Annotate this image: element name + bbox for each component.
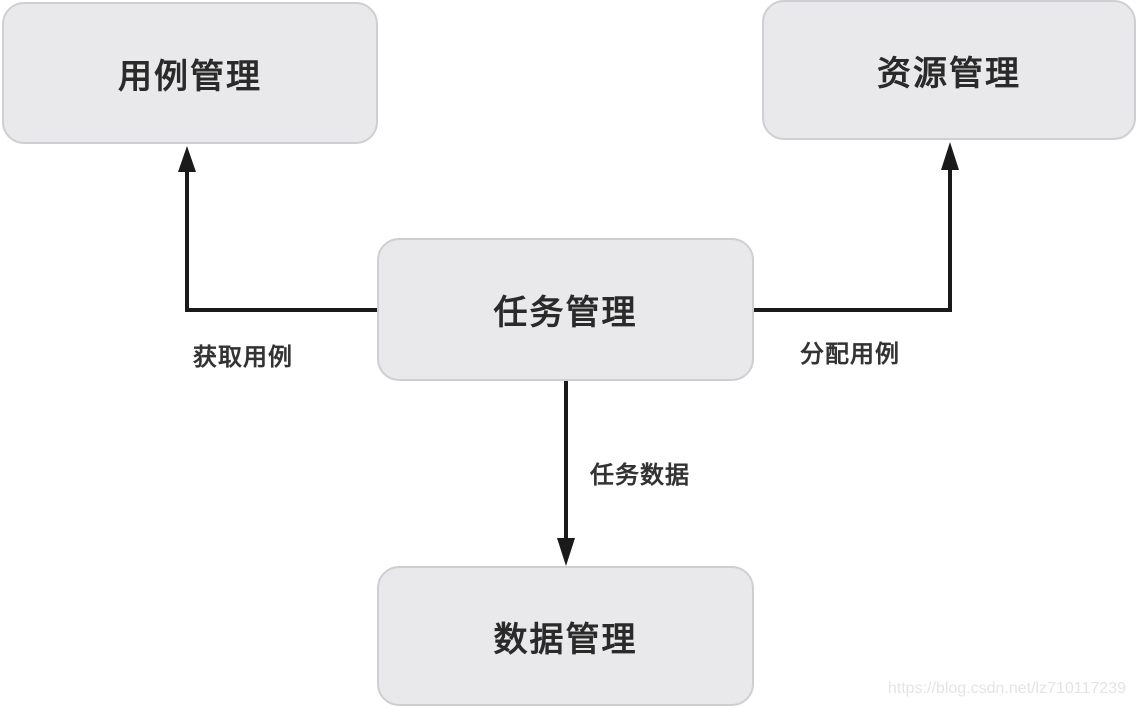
node-label: 资源管理	[877, 53, 1021, 94]
edge-get-usecase	[178, 146, 378, 312]
edge-label-get-usecase: 获取用例	[193, 343, 293, 371]
edge-task-data	[557, 380, 575, 566]
arrowhead-icon	[178, 146, 196, 172]
edge-label-task-data: 任务数据	[590, 461, 690, 489]
node-label: 任务管理	[493, 293, 638, 333]
node-label: 用例管理	[118, 56, 262, 97]
node-data-management: 数据管理	[377, 566, 754, 706]
arrowhead-icon	[941, 142, 959, 170]
watermark: https://blog.csdn.net/lz710117239	[887, 680, 1126, 697]
node-resource-management: 资源管理	[762, 0, 1136, 140]
edge-assign-usecase	[752, 142, 959, 312]
edge-label-assign-usecase: 分配用例	[800, 340, 900, 368]
node-usecase-management: 用例管理	[2, 2, 378, 144]
node-task-management: 任务管理	[377, 238, 754, 381]
node-label: 数据管理	[493, 619, 638, 660]
arrowhead-icon	[557, 538, 575, 566]
